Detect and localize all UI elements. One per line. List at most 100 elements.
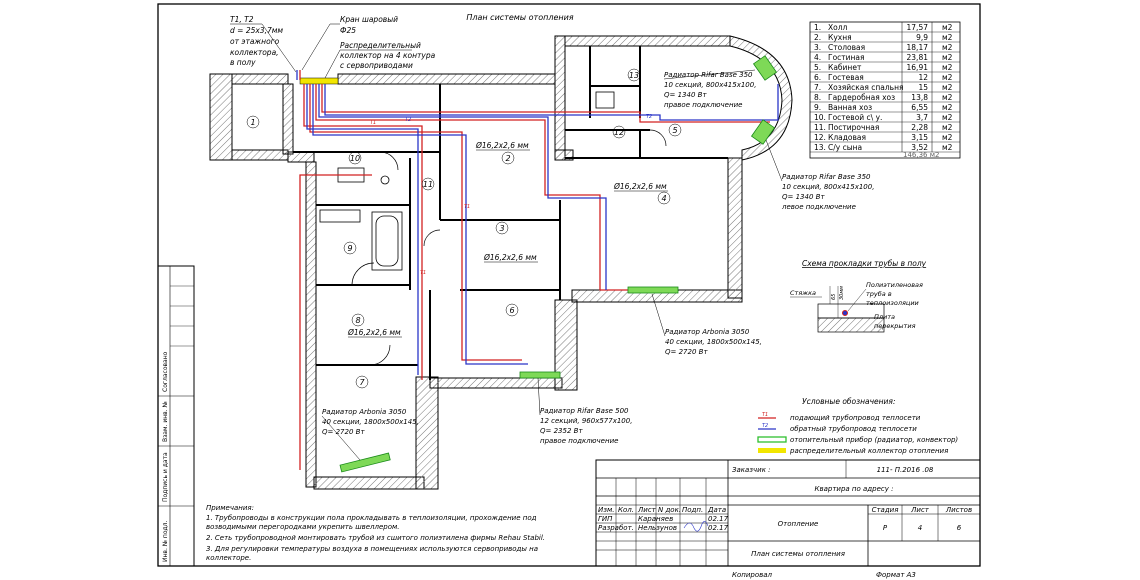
distribution-collector [299, 77, 339, 85]
tb-name-gip: Караняев [638, 515, 673, 523]
room-number: 11 [423, 180, 433, 189]
table-cell: 16,91 [907, 63, 929, 72]
note-line: 2. Сеть трубопроводной монтировать трубо… [206, 534, 545, 542]
table-cell: 3,52 [911, 143, 928, 152]
floor-installation-scheme: Схема прокладки трубы в полу Стяжка 65 3… [790, 259, 927, 333]
table-cell: 6. [814, 73, 821, 82]
radiator-callout: Радиатор Rifar Base 500 12 секций, 960х5… [537, 377, 632, 445]
legend-item-collector: распределительный коллектор отопления [789, 447, 948, 455]
table-cell: 9. [814, 103, 821, 112]
table-cell: м2 [942, 63, 953, 72]
table-cell: 2,28 [911, 123, 928, 132]
table-cell: 13,8 [911, 93, 928, 102]
table-cell: м2 [942, 73, 953, 82]
tb-customer-label: Заказчик : [732, 466, 771, 474]
table-cell: Гостевая [828, 73, 864, 82]
tb-hdr-ndok: N док. [658, 506, 681, 514]
tb-hdr-izm: Изм. [598, 506, 614, 514]
table-cell: 15 [918, 83, 928, 92]
room-number: 7 [359, 378, 365, 387]
radiator-connection: левое подключение [781, 203, 856, 211]
table-cell: м2 [942, 53, 953, 62]
table-cell: 7. [814, 83, 821, 92]
table-cell: 10. [814, 113, 826, 122]
radiator-power: Q= 1340 Вт [664, 91, 707, 99]
room-number: 2 [505, 154, 510, 163]
radiator-name: Радиатор Arbonia 3050 [322, 408, 407, 416]
scheme-screed: Стяжка [790, 289, 816, 297]
table-cell: Гардеробная хоз [828, 93, 895, 102]
interior-walls [293, 46, 728, 380]
radiator-name: Радиатор Arbonia 3050 [665, 328, 750, 336]
room-number: 10 [350, 154, 360, 163]
table-cell: м2 [942, 143, 953, 152]
tb-hdr-kol: Кол. [618, 506, 634, 514]
table-cell: 17,57 [907, 23, 929, 32]
table-cell: Кладовая [828, 133, 866, 142]
label-in-floor: в полу [230, 58, 256, 67]
pipe-marker-t1: Т1 [420, 270, 426, 276]
radiator-spec: 10 секций, 800х415х100, [664, 81, 756, 89]
room-number: 6 [509, 306, 514, 315]
pipe-marker-t1: Т1 [370, 120, 376, 126]
table-cell: м2 [942, 93, 953, 102]
legend: Условные обозначения: Т1 подающий трубоп… [757, 397, 958, 455]
table-cell: 3,7 [916, 113, 928, 122]
table-cell: 23,81 [907, 53, 929, 62]
legend-item-supply: подающий трубопровод теплосети [790, 414, 921, 422]
label-pipe-size: Ø16,2х2,6 мм [475, 141, 529, 150]
supply-pipes [299, 70, 770, 470]
scheme-title: Схема прокладки трубы в полу [802, 259, 927, 268]
tb-address: Квартира по адресу : [815, 485, 894, 493]
label-collector: коллектора, [230, 48, 279, 57]
note-line: коллекторе. [206, 554, 251, 562]
table-cell: Холл [828, 23, 848, 32]
notes-title: Примечания: [206, 504, 254, 512]
table-cell: С/у сына [828, 143, 862, 152]
pipe-markers: Т1 Т2 Т1 Т1 Т2 [370, 114, 652, 276]
tb-stage-header: Стадия [872, 506, 899, 514]
radiator-callouts: Радиатор Rifar Base 350 10 секций, 800х4… [321, 69, 874, 461]
note-line: 3. Для регулировки температуры воздуха в… [206, 545, 538, 553]
tb-sheets-header: Листов [945, 506, 972, 514]
room-number: 1 [250, 118, 255, 127]
tb-format: Формат А3 [876, 571, 916, 579]
tb-date-dev: 02.17 [708, 524, 729, 532]
pipe-marker-t2: Т2 [646, 114, 652, 120]
table-cell: Хозяйская спальня [828, 83, 904, 92]
scheme-pipe-label: Полиэтиленовая [866, 281, 923, 289]
table-cell: 5. [814, 63, 821, 72]
tb-doc-code: 111- П.2016 .08 [877, 466, 934, 474]
tb-hdr-list: Лист [637, 506, 657, 514]
tb-hdr-podp: Подп. [682, 506, 703, 514]
tb-hdr-data: Дата [707, 506, 726, 514]
label-pipe-size: Ø16,2х2,6 мм [347, 328, 401, 337]
scheme-slab-label: перекрытия [874, 322, 916, 330]
radiator-spec: 12 секций, 960х577х100, [540, 417, 632, 425]
return-pipes [296, 70, 779, 375]
label-pipe-size: Ø16,2х2,6 мм [613, 182, 667, 191]
stamp-replaces: Взам. инв. № [162, 401, 169, 442]
room-number: 4 [661, 194, 666, 203]
room-number: 8 [355, 316, 360, 325]
table-cell: м2 [942, 123, 953, 132]
stamp-inventory: Инв. № подл. [162, 521, 169, 562]
annotations: Т1, Т2 d = 25x3,7мм от этажного коллекто… [230, 15, 668, 338]
tb-sheet-header: Лист [910, 506, 930, 514]
tb-stage: Р [883, 524, 888, 532]
scheme-pipe-label: труба в [866, 290, 892, 298]
label-distribution-circuits: коллектор на 4 контура [340, 51, 436, 60]
legend-title: Условные обозначения: [802, 397, 895, 406]
radiator-power: Q= 2352 Вт [540, 427, 583, 435]
table-cell: Гостиная [828, 53, 865, 62]
radiator-spec: 10 секций, 800х415х100, [782, 183, 874, 191]
scheme-pipe-label: теплоизоляции [866, 299, 919, 307]
table-cell: Постирочная [828, 123, 879, 132]
tb-role-gip: ГИП [598, 515, 613, 523]
radiator-connection: правое подключение [664, 101, 742, 109]
table-cell: Кухня [828, 33, 852, 42]
radiator-callout: Радиатор Rifar Base 350 10 секций, 800х4… [765, 139, 874, 211]
radiator-name: Радиатор Rifar Base 500 [540, 407, 629, 415]
rooms-total: 146,36 м2 [903, 151, 939, 159]
